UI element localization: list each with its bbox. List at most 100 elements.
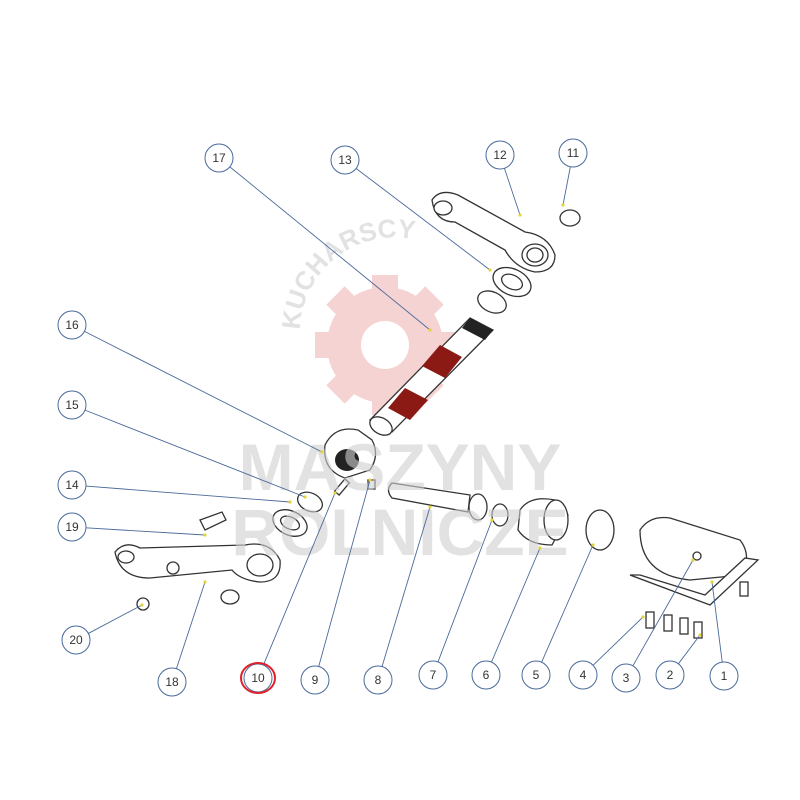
callout-label: 15 [65,398,79,412]
leader-dot [203,533,207,537]
leader-line [541,544,594,663]
leader-dot [591,543,595,547]
callout-label: 16 [65,318,79,332]
leader-dot [333,491,337,495]
part-circlip-lower [220,589,240,605]
leader-line [632,559,694,667]
leader-line [175,581,206,669]
leader-line [84,330,323,453]
callout-label: 5 [533,668,540,682]
callout-circle [418,660,448,690]
part-7-o-ring [491,503,509,527]
callout-6: 6 [471,546,542,690]
callout-7: 7 [418,518,494,690]
watermark-gear [315,275,455,415]
callout-18: 18 [157,580,207,697]
callout-circle [157,667,187,697]
callout-5: 5 [521,543,595,690]
part-1-housing [629,516,760,606]
callout-circle [655,660,685,690]
leader-line [229,166,431,331]
leader-dot [538,546,542,550]
leader-line [381,506,431,667]
callout-circle [57,390,87,420]
callout-circle [558,138,588,168]
leader-dot [428,505,432,509]
callout-label: 9 [312,673,319,687]
leader-line [88,604,143,634]
leader-line [491,547,541,663]
callout-circle [330,145,360,175]
callout-4: 4 [568,615,645,690]
leader-dot [561,203,565,207]
callout-3: 3 [611,558,695,693]
callout-label: 2 [667,668,674,682]
callout-label: 11 [567,146,580,160]
part-19-stud [199,511,227,531]
callout-circle [300,665,330,695]
part-16-hub [324,428,377,479]
leader-dot [288,500,292,504]
callout-label: 6 [483,668,490,682]
part-6-bushing [517,498,569,546]
callout-circle [521,660,551,690]
callout-9: 9 [300,478,372,695]
leader-line [85,527,206,536]
part-10-grease-nipple [333,478,351,496]
callout-17: 17 [204,143,432,332]
leader-dot [490,518,494,522]
leader-dot [303,495,307,499]
leader-line [262,492,336,666]
callout-label: 4 [580,668,587,682]
callout-label: 13 [338,153,352,167]
leader-line [562,166,571,206]
leader-dot [698,633,702,637]
leader-dot [641,615,645,619]
callout-1: 1 [709,580,739,691]
leader-dot [320,450,324,454]
leader-dot [140,603,144,607]
callout-circle [611,663,641,693]
callout-label: 19 [65,520,79,534]
part-2-3-4-bolts [645,611,703,639]
leader-dot [710,580,714,584]
callout-14: 14 [57,470,292,504]
callout-label: 8 [375,673,382,687]
part-15-washer [296,491,324,513]
callout-circle [57,310,87,340]
part-17-shaft [368,317,495,436]
callout-label: 17 [212,151,226,165]
leader-line [85,485,291,503]
callout-10: 10 [240,491,337,694]
callout-19: 19 [57,512,207,542]
callout-circle [568,660,598,690]
callout-circle [204,143,234,173]
callout-12: 12 [485,140,522,217]
callout-16: 16 [57,310,324,454]
leader-line [318,479,371,667]
callout-label: 14 [65,478,79,492]
callout-circle [363,665,393,695]
leader-line [678,634,701,665]
callout-label: 7 [430,668,437,682]
callout-label: 20 [69,633,83,647]
leader-dot [428,328,432,332]
leader-line [592,616,644,666]
callout-label: 18 [165,675,179,689]
part-5-seal [585,509,615,551]
part-12-upper-arm [431,191,556,273]
part-8-bolt [387,482,488,521]
leader-line [84,409,306,498]
callout-label: 12 [493,148,507,162]
gear-watermark-icon [315,275,455,415]
callout-circle [485,140,515,170]
leader-dot [518,213,522,217]
callout-15: 15 [57,390,307,499]
part-seal-ring [477,290,507,314]
callout-circle [57,512,87,542]
callout-2: 2 [655,633,702,690]
leader-line [504,168,521,216]
leader-dot [368,478,372,482]
